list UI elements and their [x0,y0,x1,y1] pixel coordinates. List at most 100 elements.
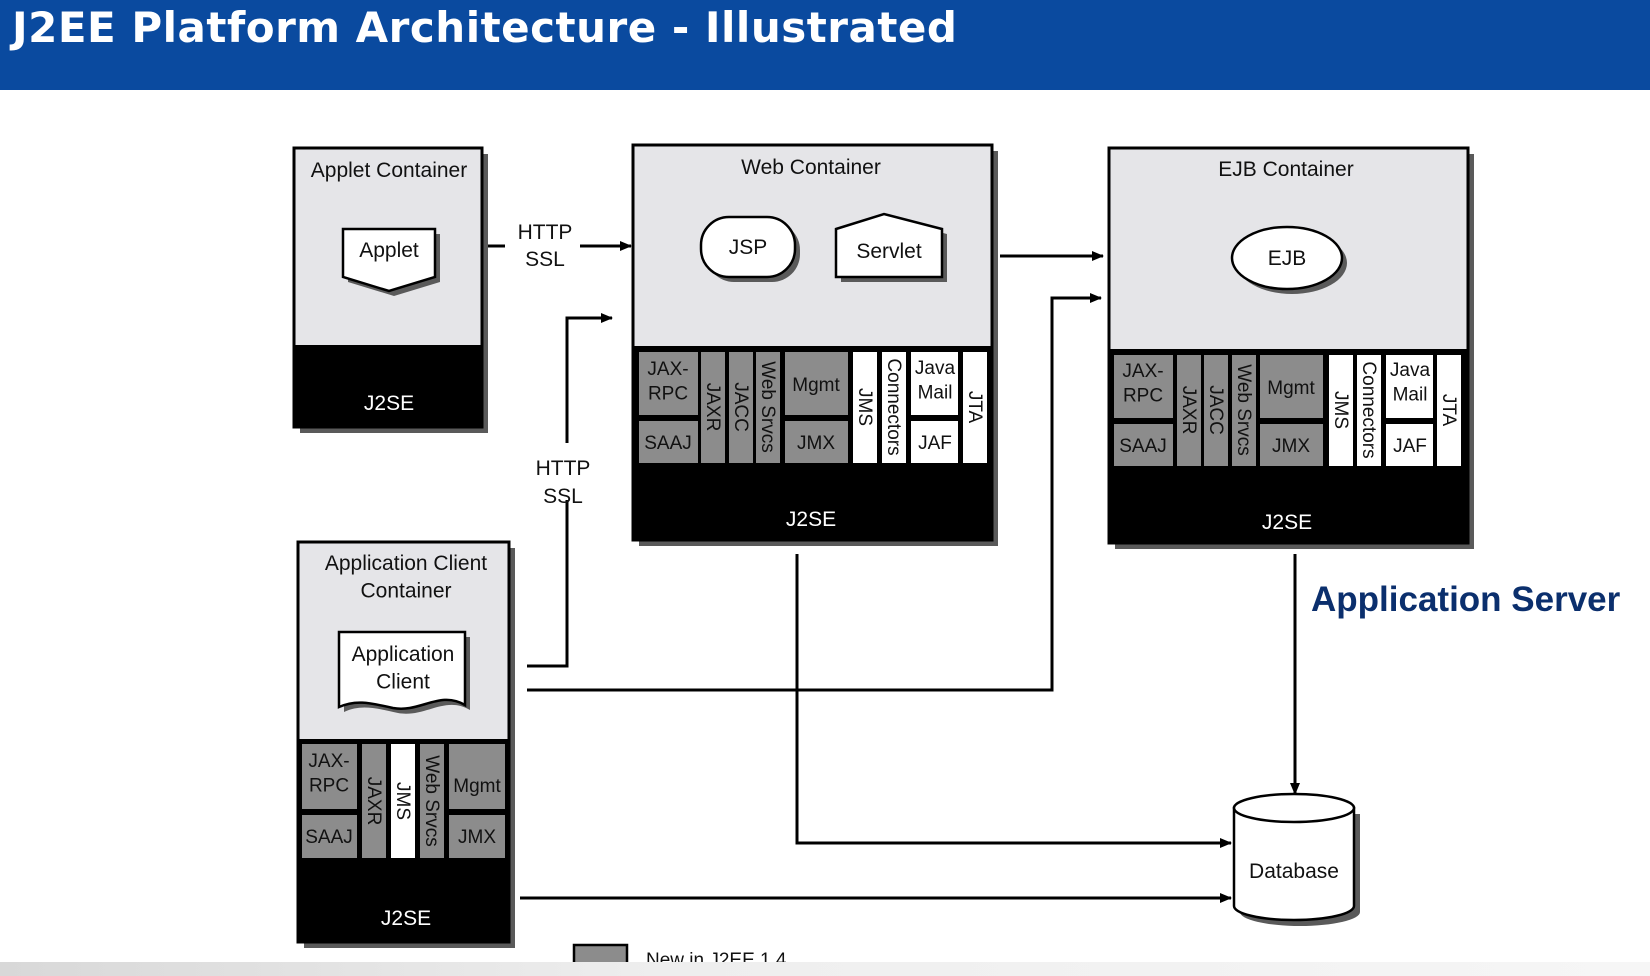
client-mgmt-label: Mgmt [453,776,501,797]
arrow-client-to-web [527,318,612,668]
ejb-connectors-box [1357,355,1381,466]
ejb-connectors-label: Connectors [1358,361,1379,458]
ejb-j2se-label: J2SE [1262,511,1312,534]
client-mgmt-box [449,744,505,809]
ejb-jms-label: JMS [1330,391,1351,429]
ejb-jms-box [1329,355,1353,466]
web-jaf-label: JAF [918,433,952,454]
web-jmx-label: JMX [797,433,835,454]
title-bar: J2EE Platform Architecture - Illustrated [0,0,1650,90]
client-jmx-box [449,815,505,858]
web-saaj-box [639,421,698,463]
app-client-services-stack: JAX-RPC SAAJ JAXR JMS Web Srvcs Mgmt JMX [302,744,505,858]
ejb-saaj-box [1114,424,1173,466]
web-saaj-label: SAAJ [644,433,692,454]
ejb-jaf-label: JAF [1393,436,1427,457]
web-jaxr-box [701,352,725,463]
client-saaj-box [302,815,357,858]
web-services-stack: JAX-RPC SAAJ JAXR JACC Web Srvcs Mgmt JM… [639,352,987,463]
ejb-label: EJB [1268,247,1307,270]
ejb-web-srvcs-box [1232,355,1256,466]
ejb-jax-rpc-label: JAX-RPC [1122,361,1163,407]
web-jax-rpc-label: JAX-RPC [647,359,688,405]
servlet-label: Servlet [856,240,922,263]
web-jax-rpc-box [639,352,698,415]
client-jms-box [391,744,415,858]
ejb-jax-rpc-box [1114,355,1173,418]
app-client-j2se-bar [298,859,509,942]
ejb-web-srvcs-label: Web Srvcs [1233,364,1254,456]
jsp-label: JSP [729,236,768,259]
arrow-client-to-ejb [527,293,1102,692]
servlet-shape [834,212,944,279]
connectors [486,246,1300,903]
ejb-jacc-box [1204,355,1228,466]
client-jaxr-label: JAXR [363,777,384,826]
ejb-jaxr-box [1177,355,1201,466]
ejb-jta-label: JTA [1438,394,1459,427]
database-label: Database [1249,860,1339,883]
web-jacc-box [729,352,753,463]
ejb-mgmt-label: Mgmt [1267,378,1315,399]
web-mgmt-box [785,352,848,415]
ejb-container-title: EJB Container [1218,158,1353,181]
applet-label: Applet [359,239,419,262]
database: Database [1232,792,1360,926]
ejb-container: EJB Container EJB JAX-RPC SAAJ JAXR JACC… [1107,146,1474,549]
app-client-j2se-label: J2SE [381,907,431,930]
ejb-services-stack: JAX-RPC SAAJ JAXR JACC Web Srvcs Mgmt JM… [1114,355,1461,466]
web-jmx-box [785,421,848,463]
ejb-jta-box [1437,355,1461,466]
client-jax-rpc-label: JAX-RPC [308,751,349,797]
ejb-j2se-bar [1109,467,1468,543]
ejb-jaf-box [1386,424,1433,466]
web-java-mail-box [911,352,958,415]
client-web-srvcs-box [420,744,444,858]
page-title: J2EE Platform Architecture - Illustrated [12,3,958,52]
applet-container-title: Applet Container [311,159,467,182]
app-client-shape [337,630,467,710]
database-top [1232,792,1356,824]
applet-j2se-label: J2SE [364,392,414,415]
ejb-jaxr-label: JAXR [1178,386,1199,435]
arrow-web-to-database [795,554,1232,848]
client-jax-rpc-box [302,744,357,809]
applet-shape [341,227,437,293]
ejb-shape [1230,225,1344,291]
ejb-mgmt-box [1260,355,1323,418]
ejb-jmx-label: JMX [1272,436,1310,457]
web-mgmt-label: Mgmt [792,375,840,396]
client-jaxr-box [362,744,386,858]
web-container-title: Web Container [741,156,881,179]
applet-j2se-bar [294,345,482,427]
web-jta-box [963,352,987,463]
web-jaf-box [911,421,958,463]
ejb-java-mail-box [1386,355,1433,418]
web-container: Web Container JSP Servlet JAX-RPC SAAJ J… [631,143,998,546]
application-server-label: Application Server [1311,580,1621,619]
web-connectors-label: Connectors [883,358,904,455]
web-jms-label: JMS [854,388,875,426]
web-jms-box [853,352,877,463]
bottom-strip [0,962,1650,976]
web-jaxr-label: JAXR [702,383,723,432]
jsp-shape [699,215,797,279]
ejb-saaj-label: SAAJ [1119,436,1167,457]
client-jmx-label: JMX [458,827,496,848]
web-web-srvcs-label: Web Srvcs [757,361,778,453]
client-jms-label: JMS [392,782,413,820]
web-jacc-label: JACC [730,382,751,432]
web-j2se-label: J2SE [786,508,836,531]
client-saaj-label: SAAJ [305,827,353,848]
web-j2se-bar [633,464,992,540]
ejb-jmx-box [1260,424,1323,466]
database-body [1232,806,1356,922]
